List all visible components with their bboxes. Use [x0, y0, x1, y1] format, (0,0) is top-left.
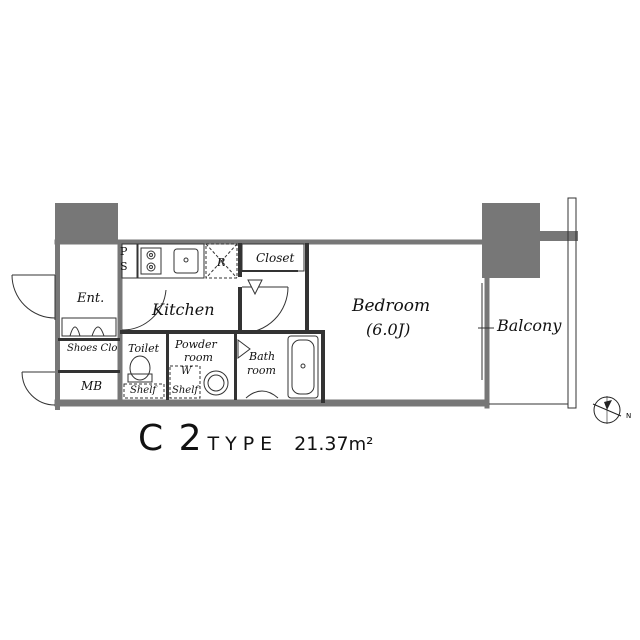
- column-left: [55, 203, 118, 243]
- closet-label: Closet: [256, 251, 295, 265]
- ps-label-p: P: [120, 245, 128, 258]
- plan-type-word: TYPE: [207, 433, 279, 455]
- meter-box-label: MB: [81, 379, 103, 393]
- north-compass: N: [590, 392, 632, 436]
- bath-room-label-1: Bath: [249, 350, 276, 363]
- powder-room-label-1: Powder: [175, 338, 217, 351]
- compass-north-label: N: [626, 412, 632, 420]
- refrigerator-icon: [205, 243, 238, 279]
- toilet-shelf-box: [123, 383, 165, 399]
- stove-icon: [140, 247, 162, 275]
- interior-walls: [58, 243, 325, 403]
- bedroom-label: Bedroom: [352, 296, 431, 316]
- powder-shelf-label: Shelf: [172, 385, 199, 396]
- kitchen-label: Kitchen: [152, 300, 215, 319]
- toilet-label: Toilet: [128, 342, 160, 355]
- entrance-label: Ent.: [77, 291, 105, 306]
- plan-area-unit: m²: [348, 434, 374, 455]
- toilet-shelf-label: Shelf: [130, 385, 157, 396]
- washer-label: W: [181, 366, 192, 377]
- balcony-label: Balcony: [497, 316, 562, 335]
- washer-box: [169, 365, 201, 399]
- shoes-closet-label: Shoes Clo: [67, 343, 118, 354]
- ps-box: [121, 243, 138, 279]
- plan-type-code: C 2: [138, 418, 204, 459]
- outer-walls: [54, 239, 490, 409]
- plan-area-value: 21.37: [294, 433, 349, 455]
- column-right: [482, 203, 540, 278]
- column-left-lower: [55, 240, 60, 410]
- balcony-rail: [478, 197, 577, 409]
- washbasin-icon: [203, 370, 229, 396]
- powder-room-label-2: room: [184, 351, 213, 364]
- kitchen-counter: [137, 243, 205, 279]
- refrigerator-label: R: [217, 256, 226, 269]
- bathtub-icon: [245, 335, 319, 399]
- compass-icon: [592, 396, 622, 424]
- bath-room-label-2: room: [247, 364, 276, 377]
- toilet-icon: [127, 355, 153, 383]
- closet-box: [241, 243, 305, 272]
- bedroom-size-label: (6.0J): [366, 320, 411, 339]
- ps-label-s: S: [120, 260, 128, 273]
- shoes-closet-icon: [61, 317, 117, 337]
- sink-icon: [173, 248, 199, 274]
- column-right-stub: [540, 231, 578, 241]
- door-swings: [11, 274, 289, 406]
